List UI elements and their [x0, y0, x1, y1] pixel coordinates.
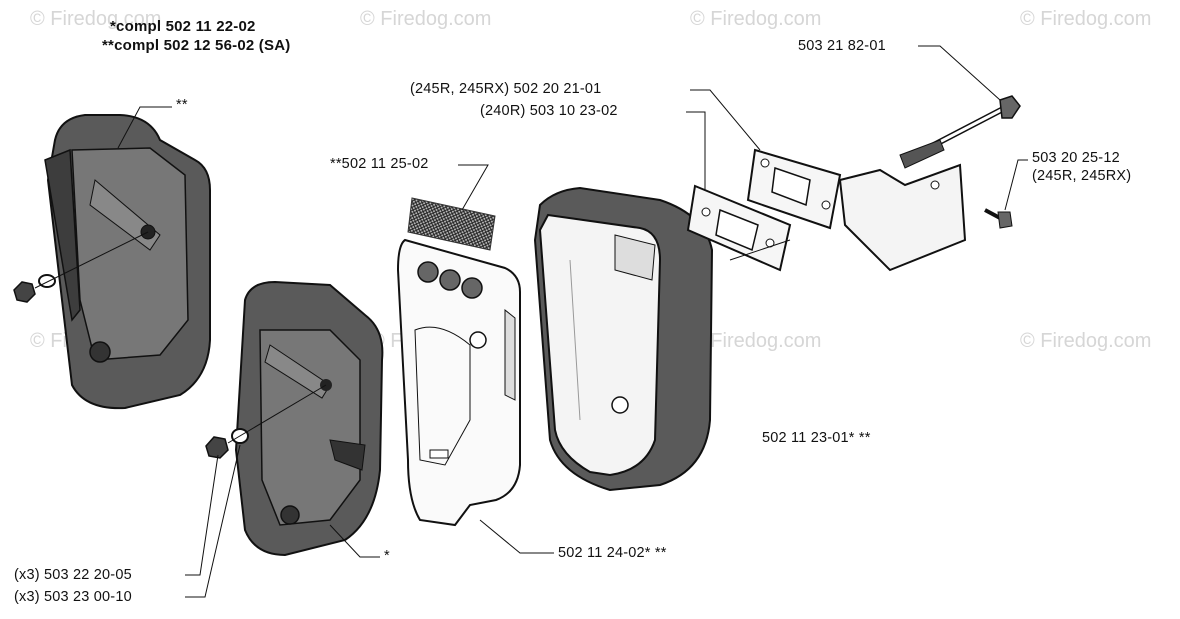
watermark-text: © Firedog.com [360, 8, 492, 30]
callout-bolt: 503 21 82-01 [798, 38, 886, 54]
long-bolt [899, 95, 1021, 169]
watermark-text: © Firedog.com [690, 8, 822, 30]
callout-screw-line2: (245R, 245RX) [1032, 168, 1132, 184]
muffler-cover-upper [44, 114, 211, 410]
callout-gasket-245r: (245R, 245RX) 502 20 21-01 [410, 81, 602, 97]
callout-gasket-240r: (240R) 503 10 23-02 [480, 103, 618, 119]
header-compl-line2: **compl 502 12 56-02 (SA) [102, 37, 291, 54]
header-compl-line1: *compl 502 11 22-02 [110, 18, 256, 35]
nut-washer-lower [205, 384, 327, 459]
callout-washer: (x3) 503 23 00-10 [14, 589, 132, 605]
callout-nut: (x3) 503 22 20-05 [14, 567, 132, 583]
muffler-cover-lower [234, 280, 384, 557]
callout-screw-line1: 503 20 25-12 [1032, 150, 1120, 166]
callout-screen: **502 11 25-02 [330, 156, 429, 172]
spark-screen [407, 197, 496, 251]
callout-plate: 502 11 24-02* ** [558, 545, 667, 561]
heat-shield-plate [396, 238, 521, 527]
gasket-245r [746, 148, 842, 230]
watermark-text: © Firedog.com [1020, 8, 1152, 30]
watermark-text: © Firedog.com [690, 330, 822, 352]
muffler-body [533, 186, 714, 492]
nut-washer-upper [13, 231, 149, 303]
callout-muffler-body: 502 11 23-01* ** [762, 430, 871, 446]
small-screw [984, 208, 1013, 229]
leader-lines [117, 45, 1028, 598]
callout-double-star: ** [176, 97, 188, 113]
watermark-text: © Firedog.com [1020, 330, 1152, 352]
muffler-bracket [838, 163, 967, 272]
watermark-text: © Firedog.com [30, 8, 162, 30]
callout-single-star: * [384, 548, 390, 564]
